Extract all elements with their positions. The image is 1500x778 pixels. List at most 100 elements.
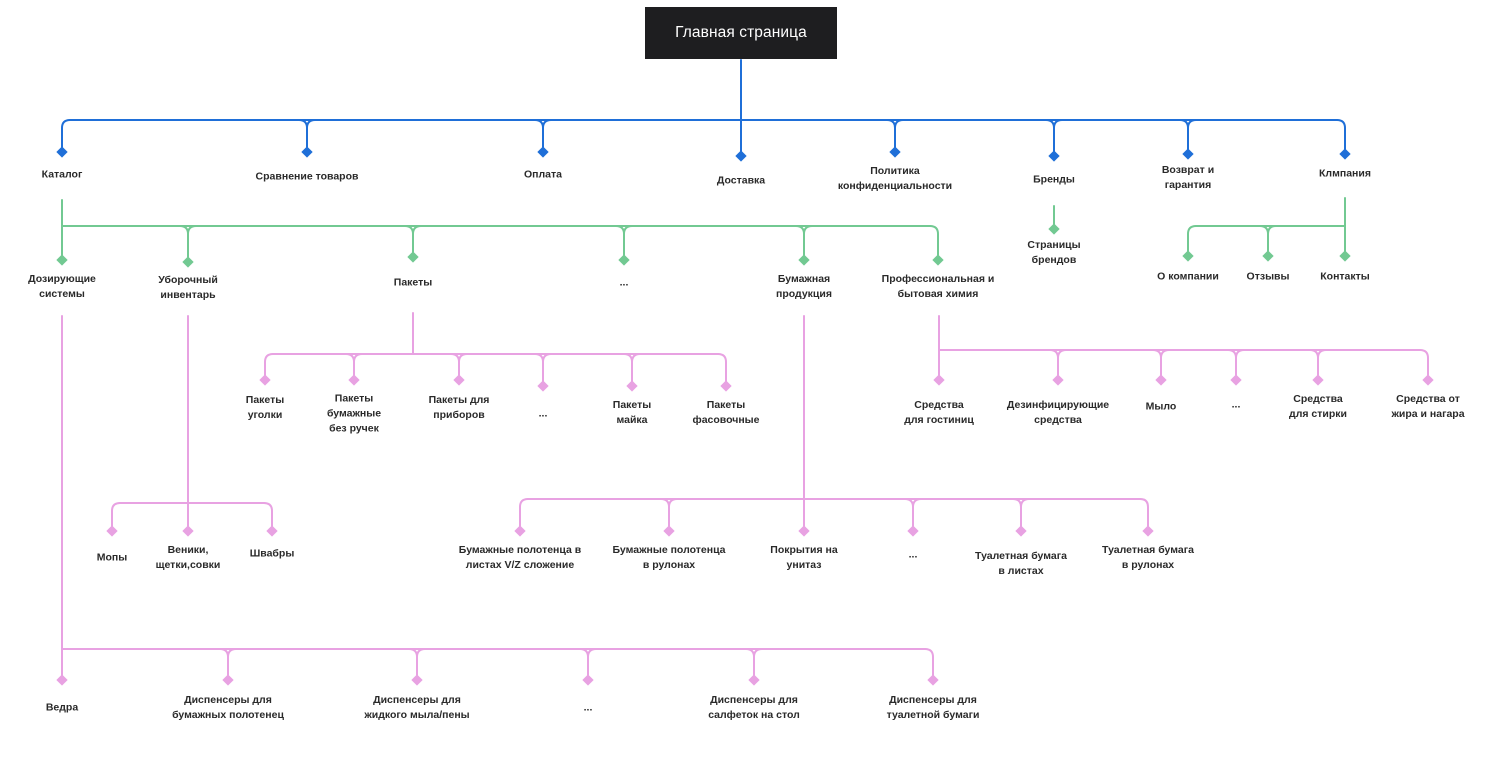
paper-towels-sheets-line: листах V/Z сложение: [465, 559, 575, 571]
dosing-napkin-disp-line: Диспенсеры для: [710, 694, 798, 706]
l1-branch: [740, 119, 1346, 155]
catalog-more-line: ...: [619, 276, 629, 289]
dosing-more[interactable]: ...: [584, 701, 593, 716]
paper-tp-sheets-line: в листах: [998, 565, 1044, 577]
l1-node-marker: [889, 146, 901, 158]
company-contacts[interactable]: Контакты: [1320, 270, 1370, 285]
nav-catalog[interactable]: Каталог: [42, 168, 83, 183]
chem-soap[interactable]: Мыло: [1146, 400, 1177, 415]
catalog-bags[interactable]: Пакеты: [394, 276, 432, 291]
clean-mops[interactable]: Мопы: [97, 551, 127, 566]
l2cat-node-marker: [407, 251, 419, 263]
paper-towels-sheets-line: Бумажные полотенца в: [458, 544, 582, 556]
catalog-paper-line: Бумажная: [777, 273, 831, 285]
nav-delivery-line: Доставка: [716, 174, 766, 187]
nav-payment[interactable]: Оплата: [524, 168, 562, 183]
chem-laundry-line: Средства: [1293, 393, 1343, 405]
chem-more[interactable]: ...: [1232, 398, 1241, 413]
l3clean-node-marker: [266, 525, 278, 537]
bags-cutlery-line: приборов: [433, 409, 485, 421]
l3chem-node-marker: [933, 374, 945, 386]
nav-catalog-line: Каталог: [41, 168, 83, 181]
clean-brooms-line: Веники,: [167, 544, 209, 556]
company-contacts-line: Контакты: [1320, 270, 1370, 283]
paper-tp-rolls-line: Туалетная бумага: [1102, 544, 1194, 556]
l3dose-node-marker: [56, 674, 68, 686]
l3dose-node-marker: [927, 674, 939, 686]
l3bags-node-marker: [720, 380, 732, 392]
l3dose-node-marker: [582, 674, 594, 686]
l2cat-node-marker: [56, 254, 68, 266]
nav-delivery[interactable]: Доставка: [717, 174, 765, 189]
dosing-buckets[interactable]: Ведра: [46, 701, 78, 716]
l3dose-branch: [61, 648, 934, 681]
company-reviews[interactable]: Отзывы: [1247, 270, 1290, 285]
paper-tp-sheets[interactable]: Туалетная бумага в листах: [975, 549, 1067, 579]
paper-seat-covers-line: унитаз: [786, 559, 822, 571]
bags-corners[interactable]: Пакеты уголки: [246, 393, 284, 423]
l3dose-node-marker: [222, 674, 234, 686]
bags-more-line: ...: [538, 407, 548, 420]
l2comp-node-marker: [1339, 250, 1351, 262]
l1-node-marker: [56, 146, 68, 158]
catalog-paper[interactable]: Бумажная продукция: [776, 272, 832, 302]
paper-towels-sheets[interactable]: Бумажные полотенца в листах V/Z сложение: [459, 543, 581, 573]
bags-corners-line: уголки: [247, 409, 283, 421]
l3chem-node-marker: [1312, 374, 1324, 386]
bags-tshirt-line: майка: [616, 414, 648, 426]
root-node[interactable]: Главная страница: [645, 7, 837, 59]
bags-paper-line: бумажные: [326, 407, 382, 420]
dosing-soap-disp-line: Диспенсеры для: [373, 694, 461, 706]
l3paper-node-marker: [514, 525, 526, 537]
nav-company[interactable]: Клмпания: [1319, 167, 1371, 182]
bags-paper-line: Пакеты: [334, 392, 374, 405]
nav-returns-line: Возврат и: [1161, 164, 1215, 176]
nav-brands[interactable]: Бренды: [1033, 173, 1075, 188]
l3paper-node-marker: [907, 525, 919, 537]
brands-pages-line: брендов: [1031, 254, 1077, 266]
bags-more[interactable]: ...: [539, 407, 548, 422]
company-about[interactable]: О компании: [1157, 270, 1219, 285]
catalog-dosing-line: системы: [39, 288, 85, 300]
chem-hotels-line: Средства: [914, 399, 964, 411]
nav-compare[interactable]: Сравнение товаров: [256, 170, 359, 185]
dosing-buckets-line: Ведра: [45, 701, 79, 714]
company-reviews-line: Отзывы: [1246, 270, 1290, 283]
nav-compare-line: Сравнение товаров: [255, 170, 359, 183]
clean-squeegees[interactable]: Швабры: [250, 547, 295, 562]
l3bags-branch: [264, 353, 414, 381]
catalog-chemistry-line: Профессиональная и: [881, 273, 995, 285]
clean-brooms[interactable]: Веники,щетки,совки: [156, 543, 221, 573]
catalog-paper-line: продукция: [776, 288, 832, 300]
l3paper-branch: [519, 498, 805, 532]
l2cat-node-marker: [798, 254, 810, 266]
bags-corners-line: Пакеты: [245, 394, 285, 406]
paper-tp-sheets-line: Туалетная бумага: [975, 550, 1067, 562]
catalog-more[interactable]: ...: [620, 276, 629, 291]
paper-more[interactable]: ...: [909, 548, 918, 563]
nav-privacy-line: конфиденциальности: [837, 180, 953, 192]
l3paper-branch: [803, 498, 1149, 532]
root-label: Главная страница: [675, 24, 807, 41]
